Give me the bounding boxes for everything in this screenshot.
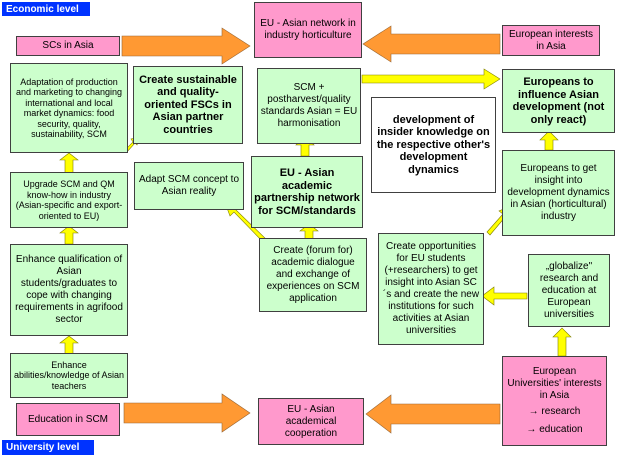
europeans-influence-box: Europeans to influence Asian development… xyxy=(502,69,615,133)
eu-research-item: → research xyxy=(528,406,581,417)
insider-knowledge-box: development of insider knowledge on the … xyxy=(371,97,496,193)
adaptation-box: Adaptation of production and marketing t… xyxy=(10,63,128,153)
european-interests-box: European interests in Asia xyxy=(502,25,600,56)
education-in-scm-box: Education in SCM xyxy=(16,403,120,436)
upgrade-scm-box: Upgrade SCM and QM know-how in industry … xyxy=(10,172,128,228)
scs-in-asia-box: SCs in Asia xyxy=(16,36,120,56)
european-universities-box: European Universities' interests in Asia… xyxy=(502,356,607,446)
arrow-upgrade-to-adaptation xyxy=(59,152,79,174)
eu-education-item: → education xyxy=(526,424,583,435)
enhance-qualification-box: Enhance qualification of Asian students/… xyxy=(10,244,128,336)
arrow-interests-to-network xyxy=(362,25,501,63)
european-universities-title: European Universities' interests in Asia xyxy=(507,366,602,401)
scm-postharvest-box: SCM + postharvest/quality standards Asia… xyxy=(257,68,361,144)
eu-asian-cooperation-box: EU - Asian academical cooperation xyxy=(258,398,364,445)
economic-level-label: Economic level xyxy=(2,2,90,16)
enhance-abilities-box: Enhance abilities/knowledge of Asian tea… xyxy=(10,353,128,398)
create-forum-box: Create (forum for) academic dialogue and… xyxy=(259,238,367,312)
create-opportunities-box: Create opportunities for EU students (+r… xyxy=(378,233,484,345)
arrow-globalize-to-opportunities xyxy=(481,286,528,306)
eu-asian-academic-box: EU - Asian academic partnership network … xyxy=(251,156,363,228)
eu-asian-network-box: EU - Asian network in industry horticult… xyxy=(254,2,362,58)
arrow-scm-to-influence xyxy=(361,68,501,90)
arrow-education-to-cooperation xyxy=(123,393,251,433)
arrow-universities-to-globalize xyxy=(552,327,572,357)
arrow-enhance-qual-to-upgrade xyxy=(59,225,79,245)
arrow-scs-to-network xyxy=(121,27,251,65)
arrow-abilities-to-qual xyxy=(59,335,79,355)
create-sustainable-box: Create sustainable and quality-oriented … xyxy=(133,66,243,144)
university-level-label: University level xyxy=(2,440,94,455)
arrow-insight-to-influence xyxy=(539,130,559,151)
globalize-box: „globalize" research and education at Eu… xyxy=(528,254,610,327)
adapt-scm-box: Adapt SCM concept to Asian reality xyxy=(134,162,244,210)
arrow-universities-to-cooperation xyxy=(365,394,501,434)
europeans-insight-box: Europeans to get insight into developmen… xyxy=(502,150,615,236)
